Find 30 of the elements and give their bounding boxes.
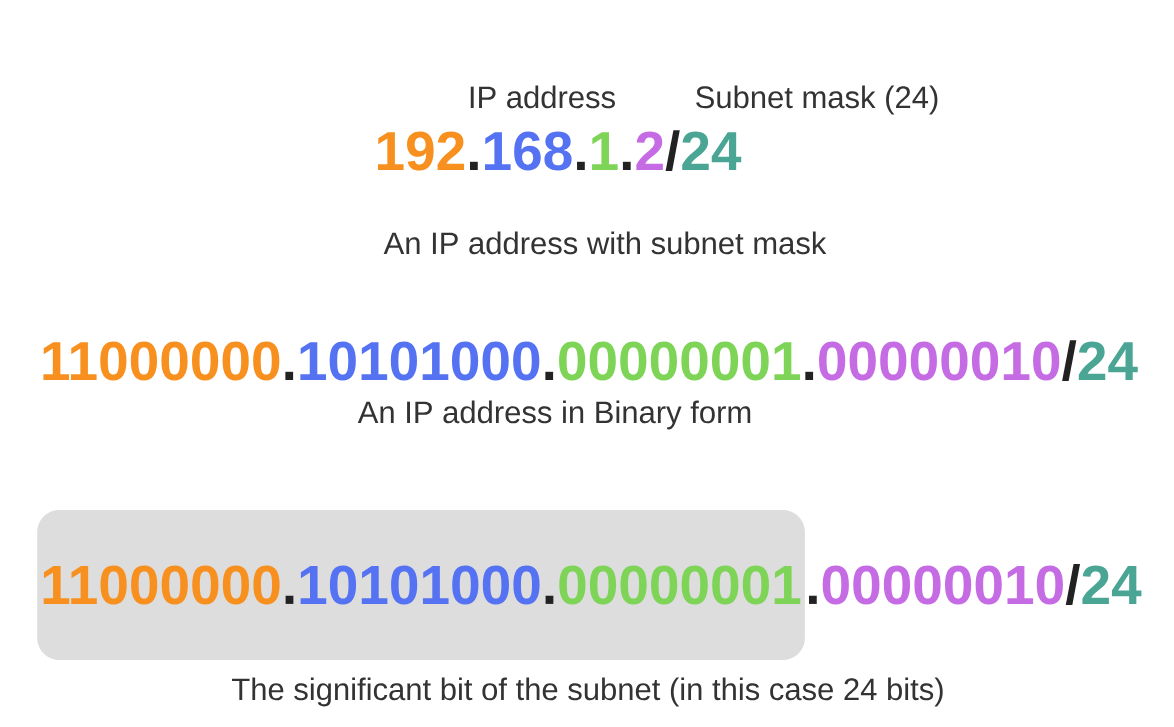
separator: .: [545, 371, 554, 380]
address-part: 192: [377, 131, 465, 171]
separator: /: [1062, 340, 1077, 382]
caption: An IP address in Binary form: [357, 400, 751, 430]
address-part: 24: [1082, 565, 1142, 604]
separator: .: [545, 595, 554, 604]
address-part: 11000000: [43, 341, 280, 381]
highlight-band: [37, 510, 805, 660]
caption: Subnet mask (24): [696, 85, 938, 115]
address-part: 10101000: [300, 341, 540, 381]
caption: An IP address with subnet mask: [383, 231, 827, 255]
separator: .: [577, 161, 585, 170]
address-part: 11000000: [43, 565, 280, 605]
separator: /: [665, 130, 680, 172]
separator: .: [470, 161, 478, 170]
address-part: 1: [592, 132, 618, 170]
address-part: 24: [682, 131, 742, 170]
separator: .: [285, 595, 294, 604]
caption: IP address: [470, 85, 615, 109]
address-part: 10101000: [300, 565, 540, 605]
separator: .: [285, 371, 294, 380]
separator: .: [622, 161, 631, 170]
address-part: 00000001: [559, 341, 800, 381]
address-part: 24: [1078, 341, 1138, 380]
address-part: 00000001: [559, 565, 801, 605]
address-part: 00000010: [819, 341, 1060, 381]
address-part: 168: [485, 131, 572, 171]
separator: /: [1065, 564, 1080, 605]
address-part: 2: [636, 131, 663, 170]
separator: .: [805, 371, 814, 380]
